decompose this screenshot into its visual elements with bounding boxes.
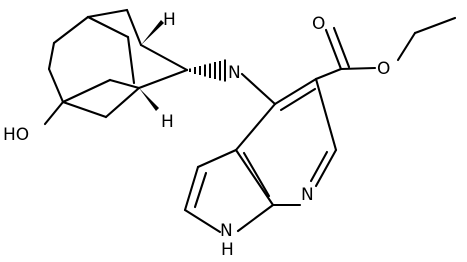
bond-c1-c2 <box>52 15 90 45</box>
bond-c3a-c4 <box>234 102 277 152</box>
pyrrole-h-label: H <box>221 240 234 260</box>
bonds <box>43 8 457 234</box>
bond-ch2-ch3 <box>413 16 457 35</box>
bond-o-ch2 <box>396 31 417 62</box>
bond-c2-n1 <box>183 208 222 234</box>
bond-c7a-c3a <box>234 148 275 207</box>
bond-n1-c7a <box>236 203 275 233</box>
bond-c4-c5-inner <box>279 87 317 112</box>
pyridine-n-label: N <box>301 185 314 205</box>
bond-c11-c8 <box>108 78 141 90</box>
bond-carbonyl-o-double-a <box>324 28 343 71</box>
bond-n-c4 <box>240 72 277 106</box>
bond-c2-c3 <box>86 8 129 19</box>
hydroxyl-label: HO <box>3 125 29 145</box>
bond-c1-c5 <box>47 41 56 71</box>
bond-c7-c8 <box>104 86 141 119</box>
bond-c9-c10 <box>126 35 136 85</box>
bond-c6-n7-inner <box>309 150 329 183</box>
bond-c3-c2-inner <box>193 171 208 209</box>
carbonyl-o-label: O <box>312 14 325 34</box>
ester-o-label: O <box>377 59 390 79</box>
bond-c6-c7 <box>61 100 108 119</box>
bond-c3a-c7a-inner <box>242 151 271 198</box>
bond-carbonyl-o-double-b <box>332 26 351 69</box>
bond-c8-c12 <box>137 68 189 90</box>
hashed-bond-nh <box>189 59 226 82</box>
bond-c5-c6 <box>47 67 65 104</box>
bond-c4-c5 <box>273 77 318 106</box>
bond-c4-c12 <box>139 43 189 72</box>
bond-c3a-c3 <box>196 148 238 169</box>
bond-c6-oh <box>43 100 65 126</box>
pyrrole-n-label: N <box>220 221 233 241</box>
bond-c3-c4 <box>125 8 143 47</box>
bond-c2-c9 <box>86 15 130 39</box>
bond-c6-c11 <box>61 78 112 104</box>
bond-c6-n7 <box>314 148 338 188</box>
atom-labels: HO H H N O O N N H <box>3 10 390 260</box>
bond-carbonyl-o-ester <box>339 66 377 71</box>
bond-c5-c6 <box>314 77 338 152</box>
bond-c3-c2 <box>183 165 200 212</box>
amine-n-label: N <box>228 63 241 83</box>
stereo-h-bottom-label: H <box>161 112 174 132</box>
stereo-h-top-label: H <box>163 10 176 30</box>
wedge-bond-bottom <box>139 88 159 111</box>
bond-c5-carbonyl <box>314 67 343 81</box>
wedge-bond-top <box>141 20 164 45</box>
